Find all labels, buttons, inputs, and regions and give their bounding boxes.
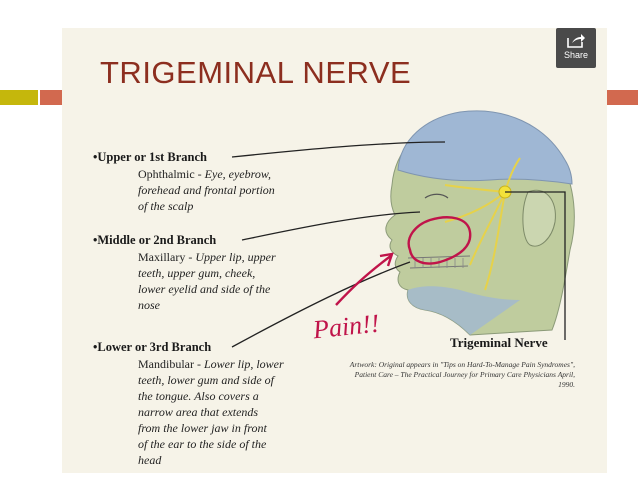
branch-line: forehead and frontal portion (138, 183, 275, 197)
branch-line: lower eyelid and side of the (138, 282, 271, 296)
share-label: Share (563, 50, 589, 60)
branch-line: from the lower jaw in front (138, 421, 267, 435)
branch-lead-middle: Maxillary - (138, 250, 196, 264)
branch-line: narrow area that extends (138, 405, 259, 419)
branch-line: teeth, lower gum and side of (138, 373, 274, 387)
accent-bar-olive (0, 90, 38, 105)
artwork-credit: Artwork: Original appears in "Tips on Ha… (349, 360, 575, 389)
branch-line: of the scalp (138, 199, 194, 213)
branch-line: Lower lip, lower (203, 357, 284, 371)
branch-heading-middle: •Middle or 2nd Branch (93, 233, 217, 247)
share-icon (567, 34, 585, 48)
branch-line: Eye, eyebrow, (204, 167, 271, 181)
branch-line: the tongue. Also covers a (138, 389, 259, 403)
branch-line: nose (138, 298, 160, 312)
branch-line: teeth, upper gum, cheek, (138, 266, 256, 280)
branch-line: head (138, 453, 162, 467)
illustration-caption: Trigeminal Nerve (450, 335, 548, 350)
share-button[interactable]: Share (556, 28, 596, 68)
branch-lead-lower: Mandibular - (138, 357, 204, 371)
branch-description-lower: Mandibular - Lower lip, lower teeth, low… (138, 356, 338, 468)
accent-bar-red-left (40, 90, 64, 105)
branch-line: of the ear to the side of the (138, 437, 267, 451)
branch-lead-upper: Ophthalmic - (138, 167, 205, 181)
accent-bar-red-right (604, 90, 638, 105)
branch-line: Upper lip, upper (195, 250, 276, 264)
branch-heading-lower: •Lower or 3rd Branch (93, 340, 212, 354)
branch-description-middle: Maxillary - Upper lip, upper teeth, uppe… (138, 249, 338, 313)
slide-title: TRIGEMINAL NERVE (100, 55, 412, 90)
branch-description-upper: Ophthalmic - Eye, eyebrow, forehead and … (138, 166, 338, 214)
branch-heading-upper: •Upper or 1st Branch (93, 150, 207, 164)
